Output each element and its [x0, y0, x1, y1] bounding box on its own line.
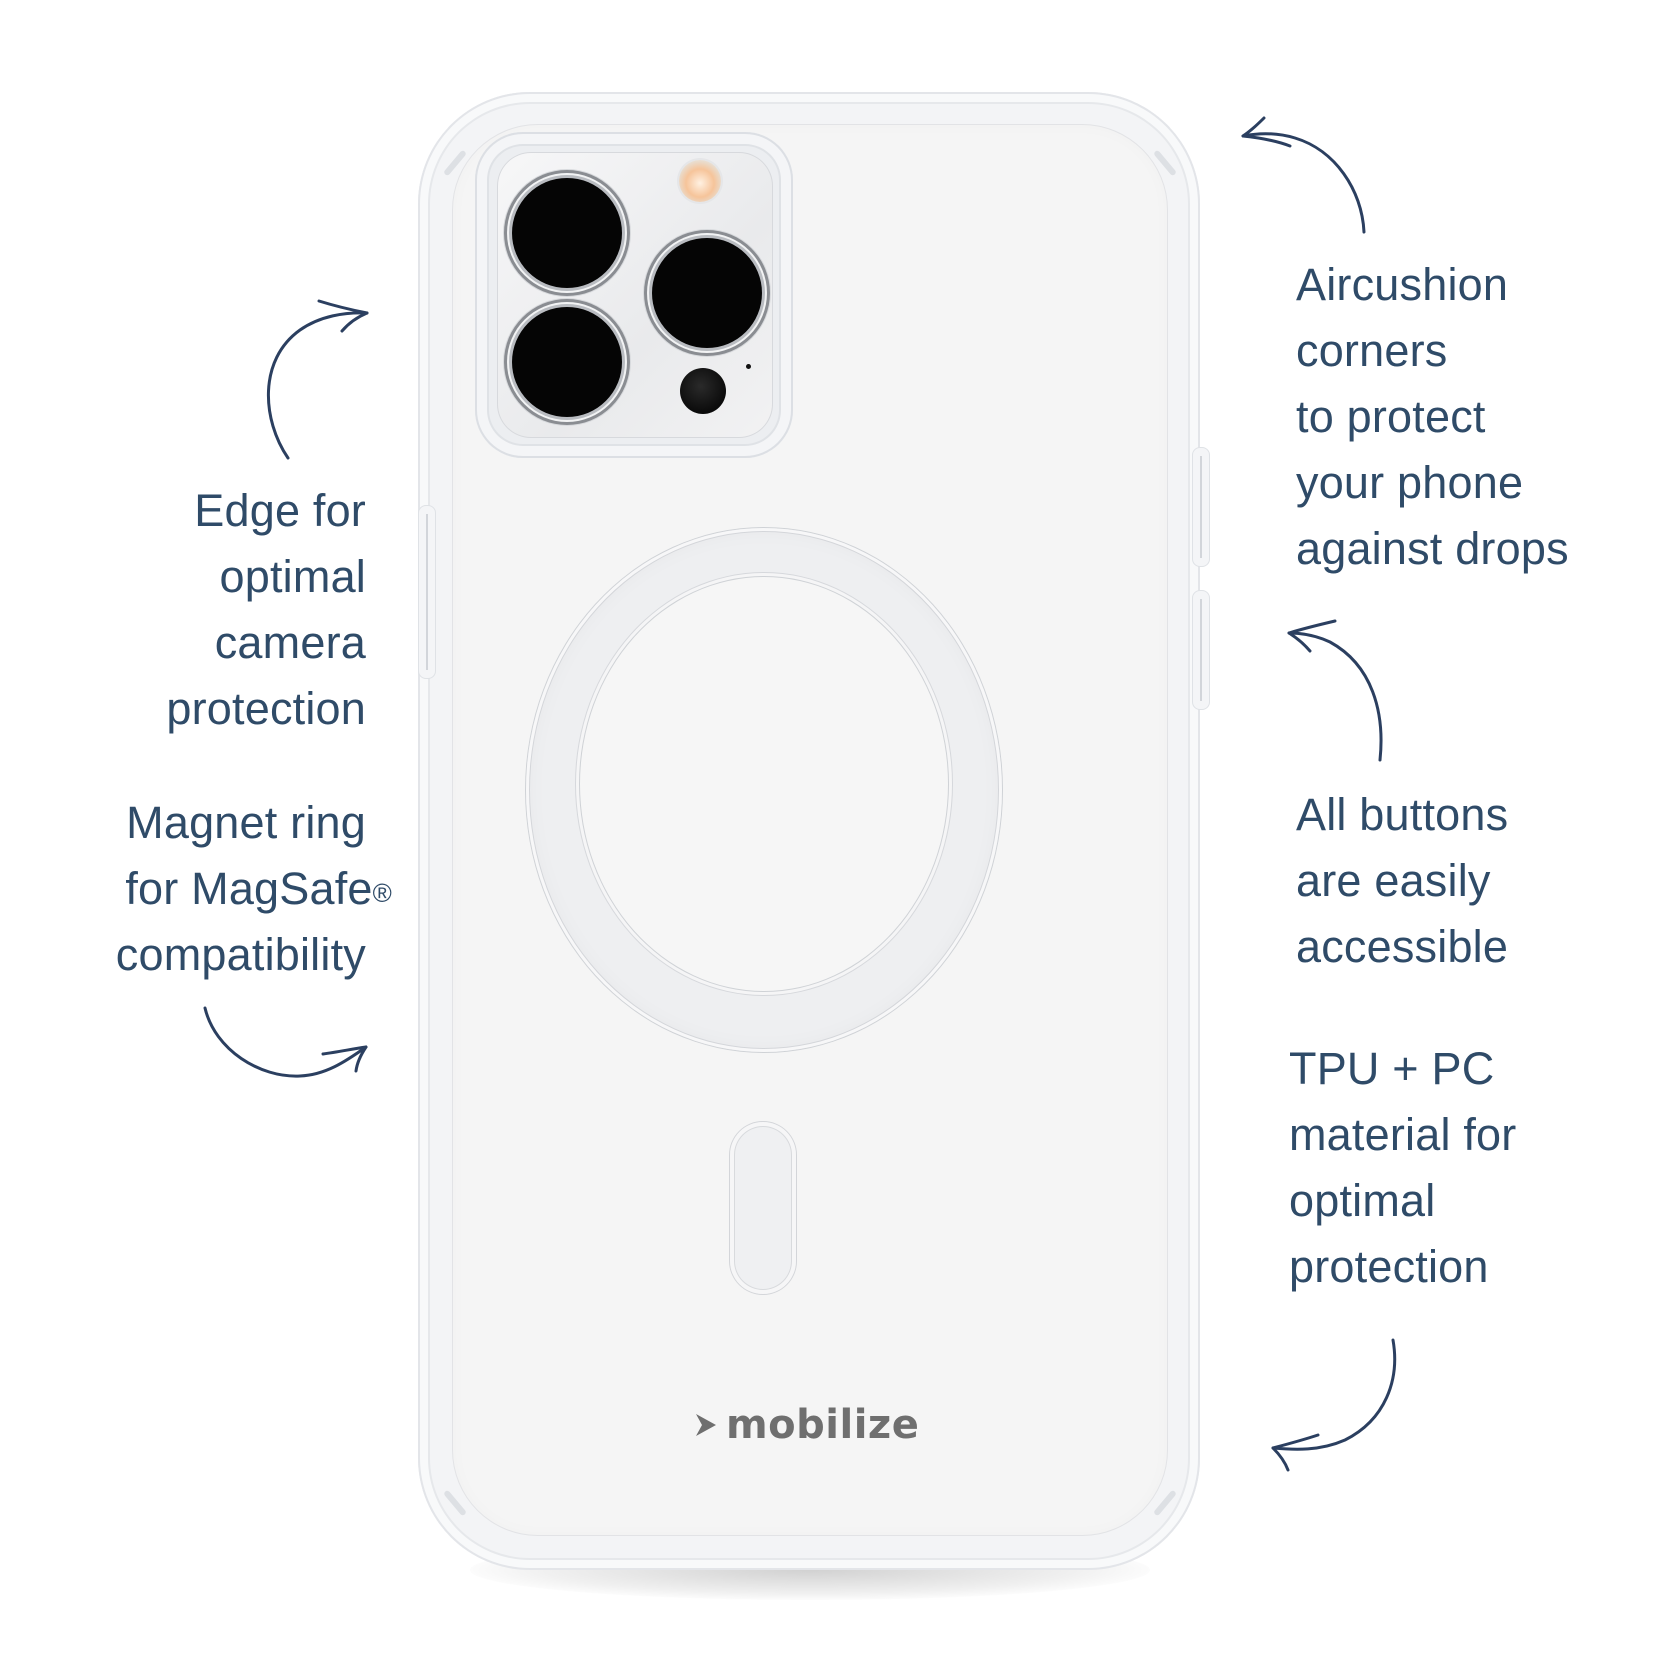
- callout-line: to protect: [1296, 391, 1486, 442]
- callout-line: your phone: [1296, 457, 1524, 508]
- callout-line-text: for MagSafe: [125, 863, 373, 914]
- brand-name: mobilize: [726, 1402, 920, 1448]
- case-volume-up-button-cover: [1192, 447, 1210, 567]
- curved-arrow-down-right-icon: [203, 1006, 368, 1078]
- lidar-sensor: [680, 368, 726, 414]
- case-volume-down-button-cover: [1192, 590, 1210, 710]
- brand-logo: mobilize: [694, 1400, 919, 1450]
- curved-arrow-up-left-icon: [1287, 619, 1383, 762]
- callout-line: are easily: [1296, 855, 1491, 906]
- magsafe-alignment-slot: [730, 1122, 796, 1294]
- camera-lens-wide: [512, 178, 622, 288]
- callout-line: Magnet ring: [126, 797, 366, 848]
- case-action-button-cover: [418, 505, 436, 679]
- curved-arrow-up-right-icon: [266, 299, 369, 460]
- camera-lens-ultrawide: [512, 307, 622, 417]
- microphone-hole: [746, 364, 751, 369]
- callout-line: against drops: [1296, 523, 1569, 574]
- callout-buttons: All buttons are easily accessible: [1296, 782, 1508, 980]
- chevron-right-icon: [696, 1414, 716, 1436]
- callout-line: compatibility: [115, 929, 366, 980]
- callout-line: material for: [1289, 1109, 1517, 1160]
- callout-line: protection: [1289, 1241, 1489, 1292]
- callout-line: TPU + PC: [1289, 1043, 1495, 1094]
- callout-camera-edge: Edge for optimal camera protection: [166, 478, 366, 742]
- magsafe-ring-inner: [580, 577, 948, 991]
- curved-arrow-down-left-icon: [1271, 1338, 1397, 1472]
- callout-line: All buttons: [1296, 789, 1509, 840]
- curved-arrow-up-left-icon: [1241, 116, 1366, 234]
- camera-lens-telephoto: [652, 238, 762, 348]
- callout-line: optimal: [1289, 1175, 1436, 1226]
- camera-flash: [679, 160, 721, 202]
- callout-line: optimal: [219, 551, 366, 602]
- registered-trademark-symbol: ®: [372, 878, 392, 908]
- callout-line: Edge for: [194, 485, 366, 536]
- callout-magnet-ring: Magnet ring for MagSafe® compatibility: [115, 790, 392, 988]
- callout-line: Aircushion: [1296, 259, 1509, 310]
- callout-line: camera: [214, 617, 366, 668]
- callout-aircushion: Aircushion corners to protect your phone…: [1296, 252, 1569, 582]
- callout-line: protection: [166, 683, 366, 734]
- callout-line: for MagSafe®: [116, 856, 392, 922]
- callout-line: corners: [1296, 325, 1448, 376]
- callout-material: TPU + PC material for optimal protection: [1289, 1036, 1516, 1300]
- callout-line: accessible: [1296, 921, 1509, 972]
